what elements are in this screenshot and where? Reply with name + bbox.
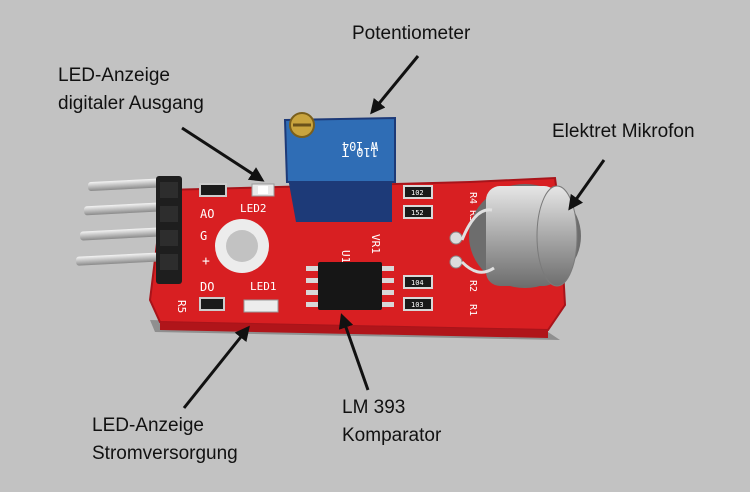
label-led-power-2: Stromversorgung — [92, 443, 238, 464]
r1-label: R1 — [467, 304, 478, 316]
res-label-103: 103 — [411, 301, 424, 309]
smd-resistor-led2 — [199, 183, 227, 197]
mic-pad-2 — [449, 255, 463, 269]
pcb-edge — [160, 322, 548, 338]
led-power — [243, 299, 279, 313]
potentiometer: W 104 110 T — [283, 112, 396, 222]
led-digital-output — [251, 183, 275, 197]
pot-code-a: W 104 — [342, 139, 378, 153]
label-potentiometer: Potentiometer — [352, 23, 471, 44]
arrow-comparator — [338, 313, 370, 391]
pin-label-g: G — [200, 229, 207, 243]
label-comparator-2: Komparator — [342, 425, 442, 446]
arrow-led-digital — [181, 126, 265, 182]
smd-resistor-led1 — [199, 297, 225, 311]
pcb-board — [148, 176, 567, 332]
lm393-chip — [306, 262, 394, 310]
arrow-electret-mic — [568, 159, 606, 211]
pin-label-ao: AO — [200, 207, 214, 221]
label-led-power-1: LED-Anzeige — [92, 415, 204, 436]
led2-label: LED2 — [240, 202, 267, 215]
vr1-label: VR1 — [369, 234, 382, 254]
pin-label-do: DO — [200, 280, 214, 294]
r4-label: R4 — [467, 192, 478, 204]
r5-label: R5 — [175, 300, 188, 313]
label-electret-mic: Elektret Mikrofon — [552, 121, 695, 142]
smd-resistors: 102 152 104 103 — [403, 185, 433, 311]
r3-label: R3 — [467, 210, 478, 222]
r2-label: R2 — [467, 280, 478, 292]
led1-label: LED1 — [250, 280, 277, 293]
arrow-led-power — [182, 325, 250, 409]
u1-label: U1 — [339, 250, 352, 263]
label-led-digital-1: LED-Anzeige — [58, 65, 170, 86]
res-label-102: 102 — [411, 189, 424, 197]
res-label-104: 104 — [411, 279, 424, 287]
label-led-digital-2: digitaler Ausgang — [58, 93, 204, 114]
pot-code-b: 110 T — [342, 145, 378, 159]
pin-label-plus: + — [202, 254, 210, 269]
arrow-potentiometer — [370, 55, 420, 115]
header-pins — [76, 176, 182, 284]
electret-microphone — [460, 184, 581, 288]
res-label-152: 152 — [411, 209, 424, 217]
mic-pad-1 — [449, 231, 463, 245]
label-comparator-1: LM 393 — [342, 397, 406, 418]
